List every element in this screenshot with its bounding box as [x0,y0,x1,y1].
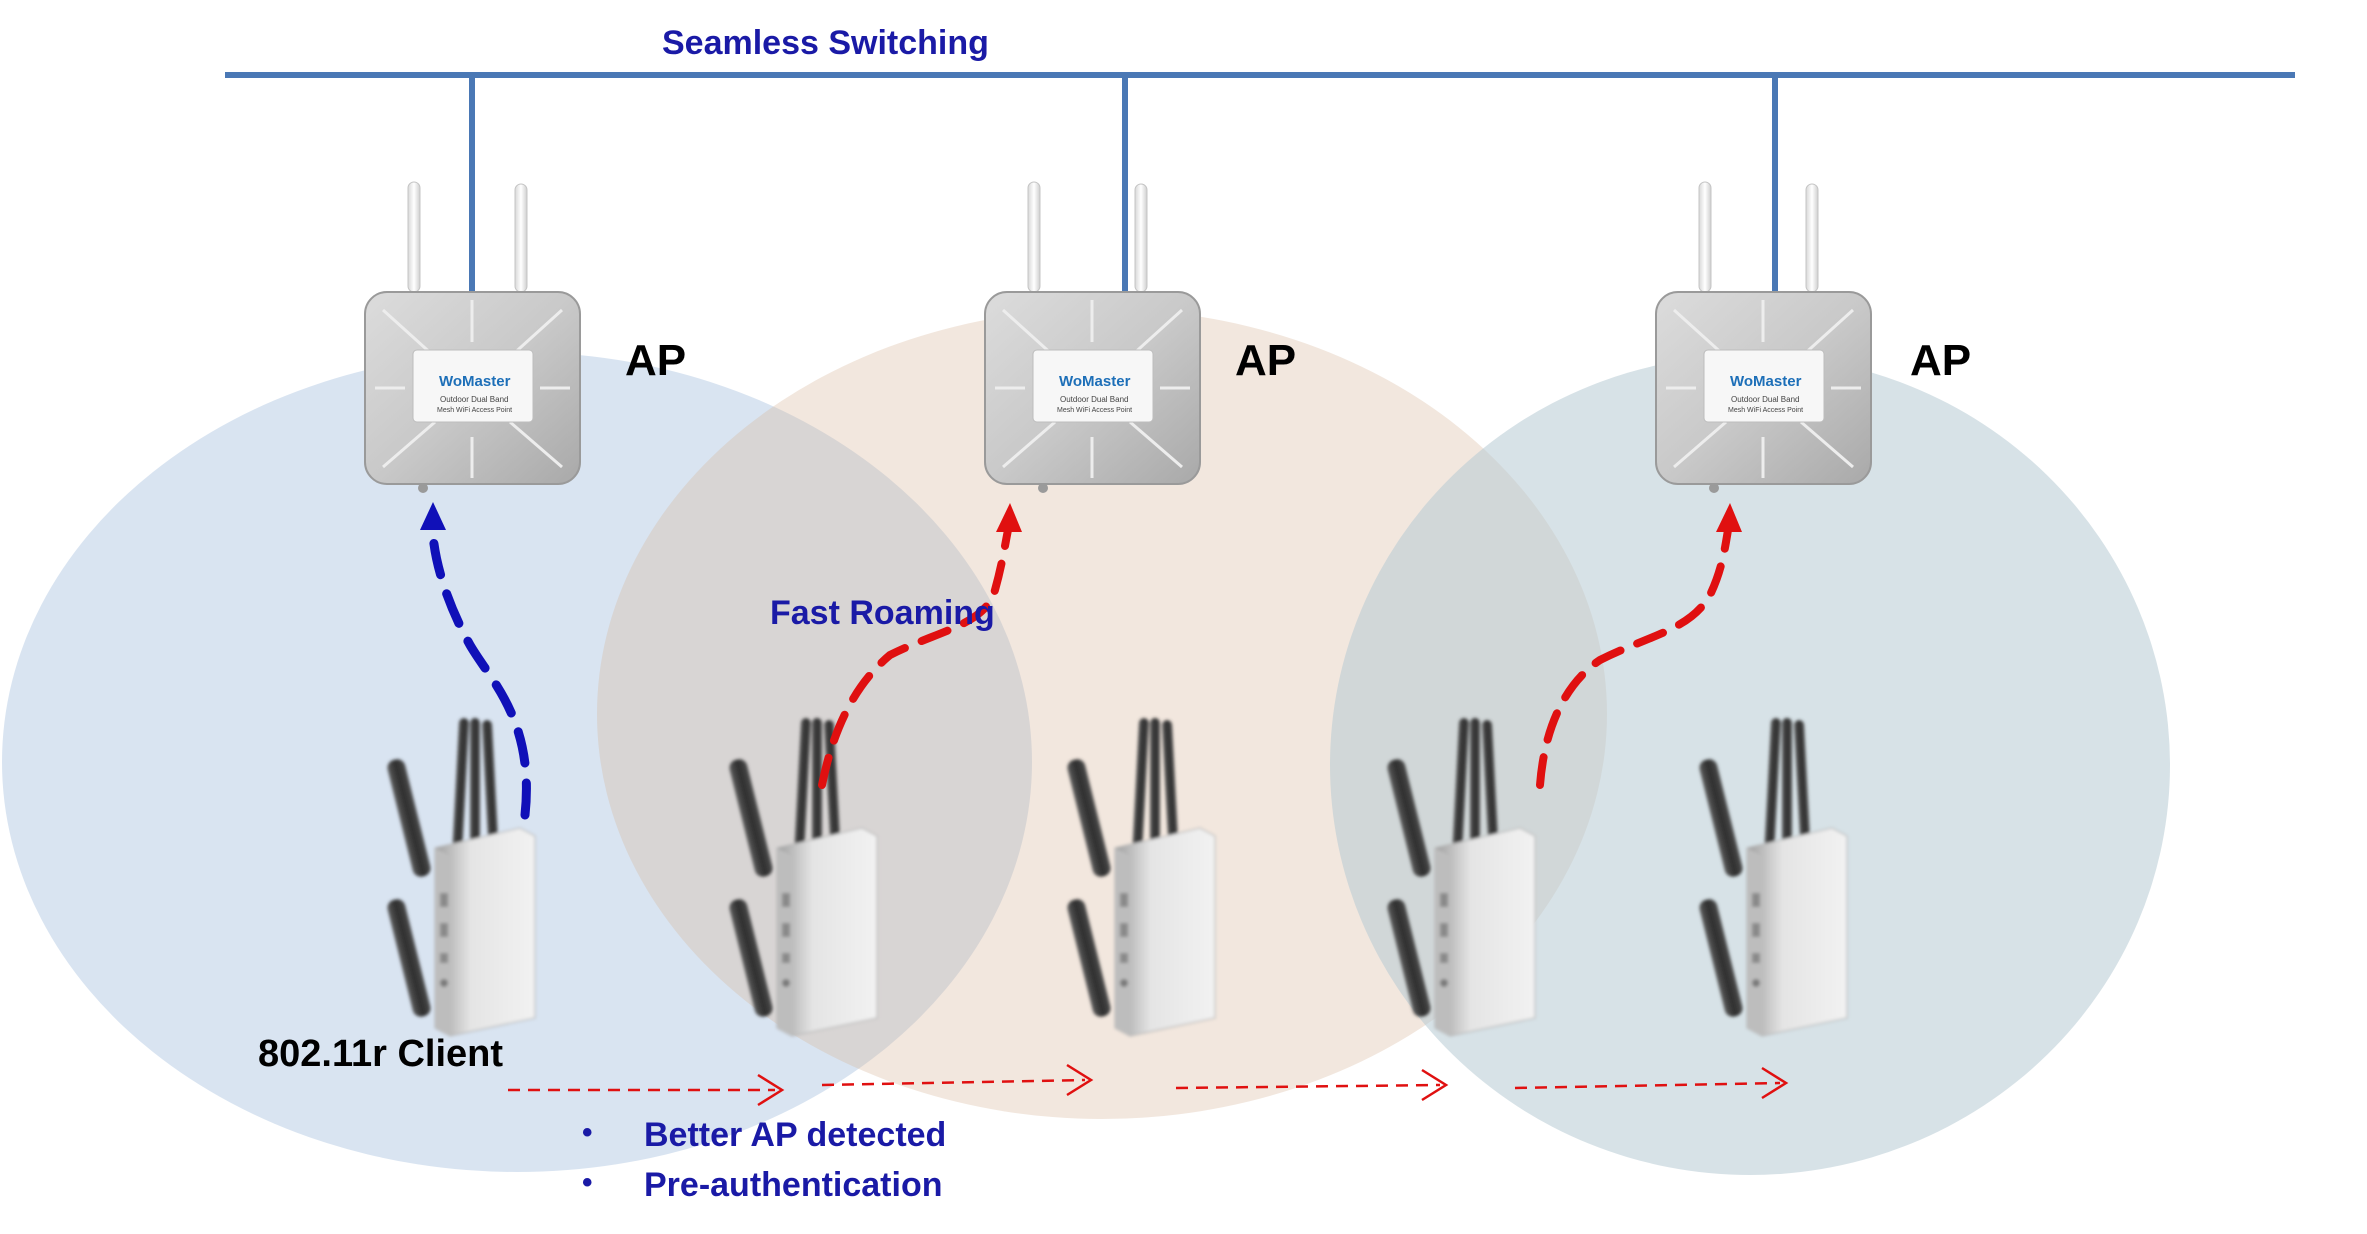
coverage-area-3 [1330,355,2170,1175]
blue-association-arrow [428,530,531,820]
ap-label: AP [1910,336,1971,385]
ap-brand: WoMaster [1730,373,1802,390]
red-roaming-arrow-1 [818,526,1012,789]
note-pre-authentication: Pre-authentication [644,1166,942,1204]
movement-arrowhead-1 [757,1073,785,1107]
ap-label: AP [625,336,686,385]
access-point-2: WoMaster Outdoor Dual Band Mesh WiFi Acc… [983,180,1296,495]
ap-caption-1: Outdoor Dual Band [1060,395,1129,404]
access-point-1: WoMaster Outdoor Dual Band Mesh WiFi Acc… [363,180,686,495]
red-arrowhead-1 [996,503,1022,532]
blue-arrowhead [420,502,446,530]
client-label: 802.11r Client [258,1033,503,1075]
ap-caption-1: Outdoor Dual Band [1731,395,1800,404]
diagram-title: Seamless Switching [662,24,989,62]
note-bullet: • [582,1116,593,1149]
movement-arrowhead-2 [1066,1063,1094,1097]
fast-roaming-label: Fast Roaming [770,594,995,632]
ap-caption-2: Mesh WiFi Access Point [1728,407,1803,414]
red-arrowhead-2 [1716,503,1742,532]
movement-arrows [508,1063,1789,1107]
movement-arrowhead-3 [1421,1068,1449,1102]
red-roaming-arrow-2 [1536,526,1732,789]
coverage-area-1 [2,352,1032,1172]
movement-arrow-3 [1175,1083,1441,1090]
association-arrows [420,502,1742,820]
ap-caption-2: Mesh WiFi Access Point [1057,407,1132,414]
roaming-notes: • Better AP detected • Pre-authenticatio… [582,1116,946,1204]
note-better-ap: Better AP detected [644,1116,946,1154]
movement-arrowhead-4 [1761,1066,1789,1100]
ap-caption-2: Mesh WiFi Access Point [437,407,512,414]
backbone [225,72,2295,296]
note-bullet: • [582,1166,593,1199]
ap-label: AP [1235,336,1296,385]
ap-brand: WoMaster [439,373,511,390]
coverage-areas [2,309,2170,1175]
ap-caption-1: Outdoor Dual Band [440,395,509,404]
movement-arrow-2 [821,1078,1086,1087]
movement-arrow-4 [1514,1081,1781,1090]
access-point-3: WoMaster Outdoor Dual Band Mesh WiFi Acc… [1654,180,1971,495]
ap-brand: WoMaster [1059,373,1131,390]
